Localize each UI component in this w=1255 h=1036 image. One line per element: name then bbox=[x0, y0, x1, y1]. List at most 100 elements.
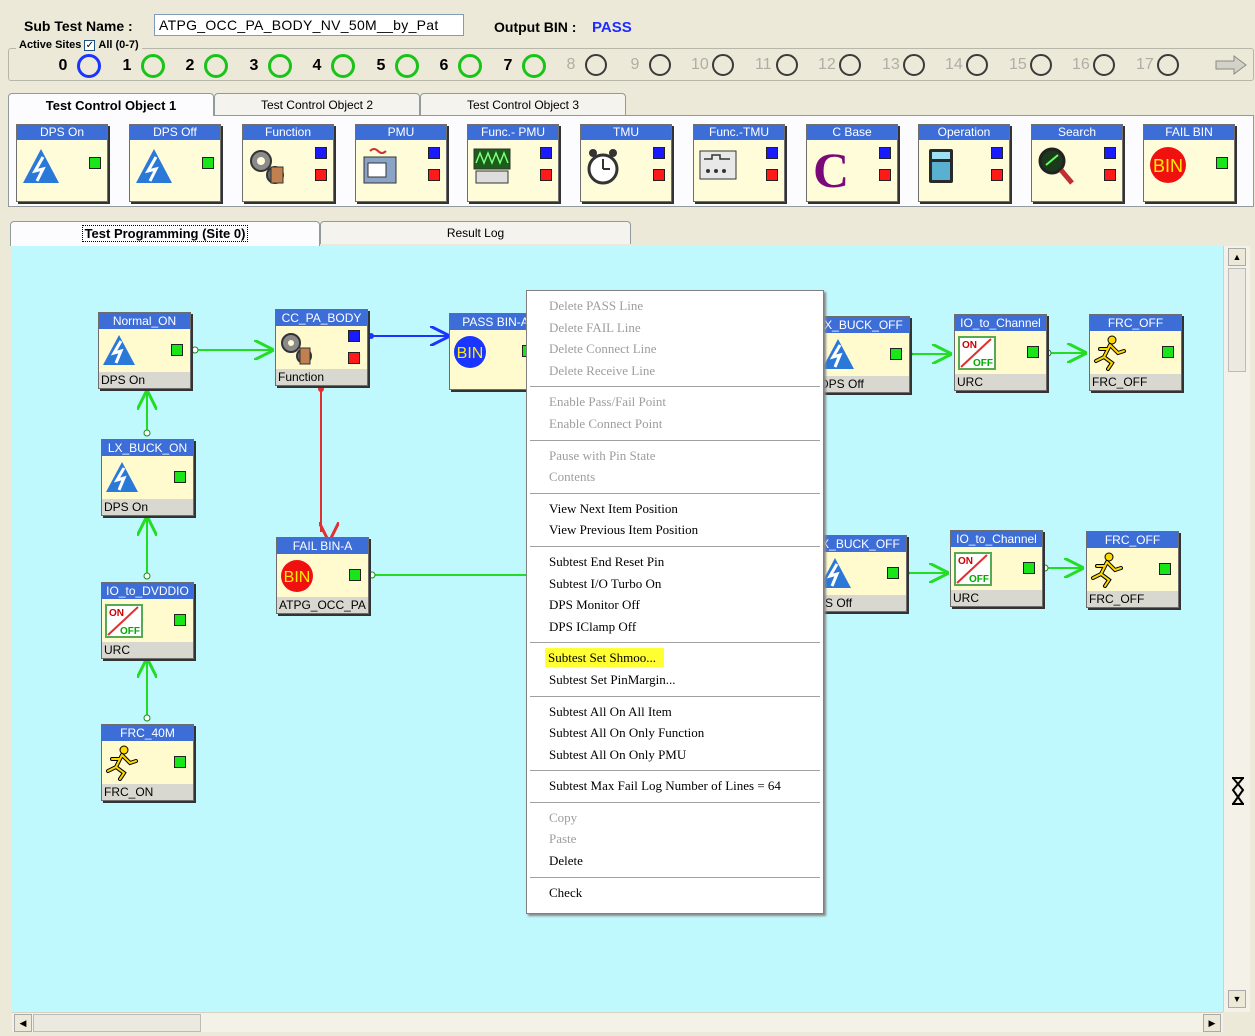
menu-item-subtest-max-fail-log-number-of-lines-64[interactable]: Subtest Max Fail Log Number of Lines = 6… bbox=[527, 775, 823, 797]
site-2[interactable]: 2 bbox=[183, 54, 228, 78]
flow-node-frc-off-1[interactable]: FRC_OFF FRC_OFF bbox=[1089, 314, 1182, 391]
vertical-scrollbar[interactable]: ▲ ▼ bbox=[1223, 246, 1250, 1012]
flow-node-fail-bin[interactable]: FAIL BIN-A BIN ATPG_OCC_PA bbox=[276, 537, 369, 614]
scroll-up-button[interactable]: ▲ bbox=[1228, 248, 1246, 266]
scroll-right-button[interactable]: ▶ bbox=[1203, 1014, 1221, 1032]
site-status-circle-icon[interactable] bbox=[585, 54, 607, 76]
horizontal-scroll-thumb[interactable] bbox=[33, 1014, 201, 1032]
palette-fail-bin[interactable]: FAIL BIN BIN bbox=[1143, 124, 1235, 202]
palette-search[interactable]: Search bbox=[1031, 124, 1123, 202]
flow-node-lx-buck-off-1[interactable]: X_BUCK_OFF DPS Off bbox=[817, 316, 910, 393]
palette-func-pmu[interactable]: Func.- PMU bbox=[467, 124, 559, 202]
site-status-circle-icon[interactable] bbox=[966, 54, 988, 76]
menu-item-check[interactable]: Check bbox=[527, 882, 823, 904]
menu-item-subtest-end-reset-pin[interactable]: Subtest End Reset Pin bbox=[527, 551, 823, 573]
menu-item-view-previous-item-position[interactable]: View Previous Item Position bbox=[527, 519, 823, 541]
tab-result-log[interactable]: Result Log bbox=[320, 221, 631, 244]
menu-item-enable-connect-point[interactable]: Enable Connect Point bbox=[527, 413, 823, 435]
site-status-circle-icon[interactable] bbox=[268, 54, 292, 78]
site-status-circle-icon[interactable] bbox=[204, 54, 228, 78]
scroll-down-button[interactable]: ▼ bbox=[1228, 990, 1246, 1008]
menu-item-pause-with-pin-state[interactable]: Pause with Pin State bbox=[527, 445, 823, 467]
flow-node-lx-buck-off-2[interactable]: X_BUCK_OFF PS Off bbox=[814, 535, 907, 612]
menu-item-copy[interactable]: Copy bbox=[527, 807, 823, 829]
menu-item-dps-iclamp-off[interactable]: DPS IClamp Off bbox=[527, 616, 823, 638]
menu-item-delete-receive-line[interactable]: Delete Receive Line bbox=[527, 360, 823, 382]
menu-item-delete-connect-line[interactable]: Delete Connect Line bbox=[527, 338, 823, 360]
site-7[interactable]: 7 bbox=[501, 54, 546, 78]
menu-item-subtest-all-on-all-item[interactable]: Subtest All On All Item bbox=[527, 701, 823, 723]
site-6[interactable]: 6 bbox=[437, 54, 482, 78]
menu-item-enable-pass-fail-point[interactable]: Enable Pass/Fail Point bbox=[527, 391, 823, 413]
menu-item-delete[interactable]: Delete bbox=[527, 850, 823, 872]
palette-c-base[interactable]: C Base C bbox=[806, 124, 898, 202]
site-status-circle-icon[interactable] bbox=[1093, 54, 1115, 76]
site-14[interactable]: 14 bbox=[945, 54, 988, 76]
flow-node-frc-40m[interactable]: FRC_40M FRC_ON bbox=[101, 724, 194, 801]
menu-item-subtest-set-shmoo[interactable]: Subtest Set Shmoo... bbox=[527, 647, 823, 669]
site-17[interactable]: 17 bbox=[1136, 54, 1179, 76]
site-13[interactable]: 13 bbox=[882, 54, 925, 76]
tab-test-programming[interactable]: Test Programming (Site 0) bbox=[10, 221, 320, 246]
site-status-circle-icon[interactable] bbox=[839, 54, 861, 76]
flow-node-lx-buck-on[interactable]: LX_BUCK_ON DPS On bbox=[101, 439, 194, 516]
palette-func-tmu[interactable]: Func.-TMU bbox=[693, 124, 785, 202]
site-4[interactable]: 4 bbox=[310, 54, 355, 78]
site-status-circle-icon[interactable] bbox=[458, 54, 482, 78]
site-10[interactable]: 10 bbox=[691, 54, 734, 76]
site-0[interactable]: 0 bbox=[56, 54, 101, 78]
site-status-circle-icon[interactable] bbox=[712, 54, 734, 76]
site-status-circle-icon[interactable] bbox=[77, 54, 101, 78]
horizontal-scrollbar[interactable]: ◀ ▶ bbox=[12, 1012, 1223, 1032]
sites-next-arrow[interactable] bbox=[1212, 53, 1250, 77]
site-11[interactable]: 11 bbox=[755, 54, 798, 76]
menu-item-paste[interactable]: Paste bbox=[527, 828, 823, 850]
site-12[interactable]: 12 bbox=[818, 54, 861, 76]
site-5[interactable]: 5 bbox=[374, 54, 419, 78]
menu-item-delete-pass-line[interactable]: Delete PASS Line bbox=[527, 295, 823, 317]
palette-operation[interactable]: Operation bbox=[918, 124, 1010, 202]
site-status-circle-icon[interactable] bbox=[776, 54, 798, 76]
vertical-scroll-thumb[interactable] bbox=[1228, 268, 1246, 372]
site-status-circle-icon[interactable] bbox=[522, 54, 546, 78]
tab-test-control-object-2[interactable]: Test Control Object 2 bbox=[214, 93, 420, 115]
sub-test-name-field[interactable]: ATPG_OCC_PA_BODY_NV_50M__by_Pat bbox=[154, 14, 464, 36]
menu-item-subtest-all-on-only-pmu[interactable]: Subtest All On Only PMU bbox=[527, 744, 823, 766]
palette-pmu[interactable]: PMU bbox=[355, 124, 447, 202]
flow-node-frc-off-2[interactable]: FRC_OFF FRC_OFF bbox=[1086, 531, 1179, 608]
site-1[interactable]: 1 bbox=[120, 54, 165, 78]
menu-item-dps-monitor-off[interactable]: DPS Monitor Off bbox=[527, 594, 823, 616]
menu-item-delete-fail-line[interactable]: Delete FAIL Line bbox=[527, 317, 823, 339]
site-status-circle-icon[interactable] bbox=[141, 54, 165, 78]
site-status-circle-icon[interactable] bbox=[331, 54, 355, 78]
site-status-circle-icon[interactable] bbox=[395, 54, 419, 78]
all-sites-checkbox[interactable]: ✓ bbox=[84, 39, 96, 51]
flow-node-function[interactable]: CC_PA_BODY Function bbox=[275, 309, 368, 386]
site-9[interactable]: 9 bbox=[628, 54, 671, 76]
site-15[interactable]: 15 bbox=[1009, 54, 1052, 76]
site-status-circle-icon[interactable] bbox=[903, 54, 925, 76]
menu-item-contents[interactable]: Contents bbox=[527, 466, 823, 488]
menu-item-subtest-i-o-turbo-on[interactable]: Subtest I/O Turbo On bbox=[527, 573, 823, 595]
scroll-left-button[interactable]: ◀ bbox=[14, 1014, 32, 1032]
site-3[interactable]: 3 bbox=[247, 54, 292, 78]
site-16[interactable]: 16 bbox=[1072, 54, 1115, 76]
site-status-circle-icon[interactable] bbox=[1157, 54, 1179, 76]
menu-item-view-next-item-position[interactable]: View Next Item Position bbox=[527, 498, 823, 520]
site-8[interactable]: 8 bbox=[564, 54, 607, 76]
tab-test-control-object-3[interactable]: Test Control Object 3 bbox=[420, 93, 626, 115]
palette-dps-on[interactable]: DPS On bbox=[16, 124, 108, 202]
palette-function[interactable]: Function bbox=[242, 124, 334, 202]
site-status-circle-icon[interactable] bbox=[1030, 54, 1052, 76]
flow-node-normal-on[interactable]: Normal_ON DPS On bbox=[98, 312, 191, 389]
tab-test-control-object-1[interactable]: Test Control Object 1 bbox=[8, 93, 214, 116]
palette-dps-off[interactable]: DPS Off bbox=[129, 124, 221, 202]
menu-item-subtest-set-pinmargin[interactable]: Subtest Set PinMargin... bbox=[527, 669, 823, 691]
menu-item-subtest-all-on-only-function[interactable]: Subtest All On Only Function bbox=[527, 722, 823, 744]
palette-tmu[interactable]: TMU bbox=[580, 124, 672, 202]
site-status-circle-icon[interactable] bbox=[649, 54, 671, 76]
